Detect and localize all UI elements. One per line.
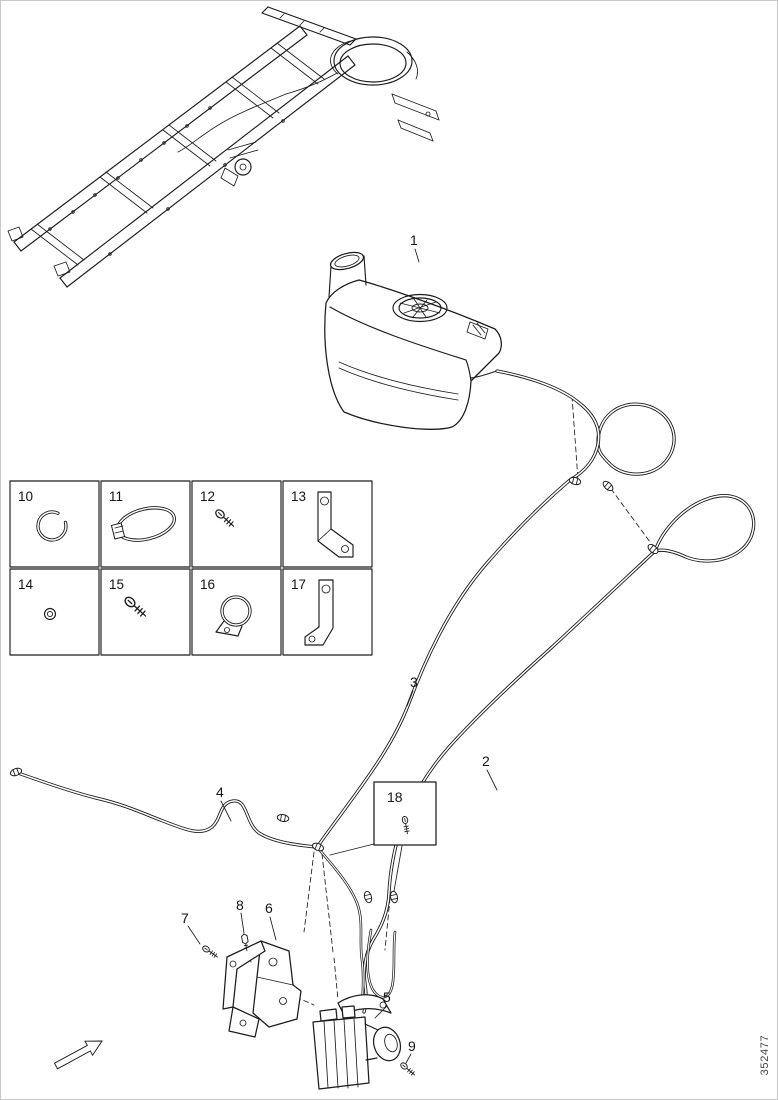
parts-grid-cell: 14 [9,568,100,656]
callout-4: 4 [216,784,224,800]
angle-bracket-icon [317,491,354,558]
frame-mid-component [220,141,259,187]
parts-grid-cell: 15 [100,568,191,656]
frame-rivet-holes [48,106,285,256]
callout-5: 5 [383,989,391,1005]
hose-left-4 [16,771,318,849]
callout-8: 8 [236,897,244,913]
parts-grid-cell: 10 [9,480,100,568]
figure-id: 352477 [759,1035,771,1076]
parts-grid-cell: 17 [282,568,373,656]
frame-crossmembers [30,42,325,266]
outlet-stub [470,370,498,379]
hose-loop-front [596,402,676,476]
grid-cell-label: 14 [18,577,34,592]
callout-2: 2 [482,753,490,769]
parts-grid-cell: 16 [191,568,282,656]
flange-screw-icon [122,594,150,620]
clamp-icon [388,890,400,904]
grid-cell-label: 11 [109,489,123,504]
hidden-lines [246,395,651,1006]
hose-clamps [8,475,661,904]
callout-9: 9 [408,1038,416,1054]
washer-reservoir [324,251,502,430]
clamp-icon [568,475,582,487]
frame-rear-plate [7,226,24,242]
filler-neck [328,251,367,298]
mounting-bracket-assembly [201,933,302,1038]
chassis-frame [7,6,440,288]
hose-drop-to-pump [316,846,365,1008]
callout-7: 7 [181,910,189,926]
spring-hose-clip-icon [36,510,68,542]
callout-3: 3 [410,674,418,690]
callout-6: 6 [265,900,273,916]
clamp-icon [310,841,326,853]
hose-routes [16,369,756,1014]
pump-screw-icon [399,1061,417,1078]
filler-cap [392,293,448,323]
coiled-hose [177,36,418,153]
grid-cell-label: 13 [291,489,306,504]
grid-cell-label: 12 [200,489,215,504]
clamp-icon [362,890,374,904]
callouts: 1 2 3 4 5 6 7 8 9 [181,232,498,1064]
grid-cell-label: 15 [109,577,124,592]
parts-grid-cell: 12 [191,480,282,568]
nut-icon [43,607,57,621]
self-tapping-screw-icon [213,507,237,530]
hose-clamp-ring-icon [110,506,177,542]
parts-grid: 10 11 12 13 14 [9,480,373,656]
frame-outriggers [391,93,440,142]
loop-clamp-icon [215,595,252,637]
bracket-screw-icon [201,944,220,960]
washer-pump-assembly [312,994,417,1090]
frame-front-crossmember [261,6,357,46]
grid-cell-label: 10 [18,489,33,504]
callout-1: 1 [410,232,418,248]
frame-rear-plate-2 [53,261,71,277]
level-sensor-fitting [466,321,489,340]
grid-cell-label: 16 [200,577,215,592]
angle-bracket-long-icon [304,579,334,646]
callout-18: 18 [387,789,403,805]
parts-grid-cell: 11 [100,480,191,568]
direction-arrow-icon [53,1040,103,1070]
hose-loop-rear [653,494,756,563]
clamp-detail-box: 18 [329,781,437,892]
grid-cell-label: 17 [291,577,306,592]
hose-front-3 [316,369,601,848]
parts-grid-cell: 13 [282,480,373,568]
clamp-icon [276,813,290,823]
